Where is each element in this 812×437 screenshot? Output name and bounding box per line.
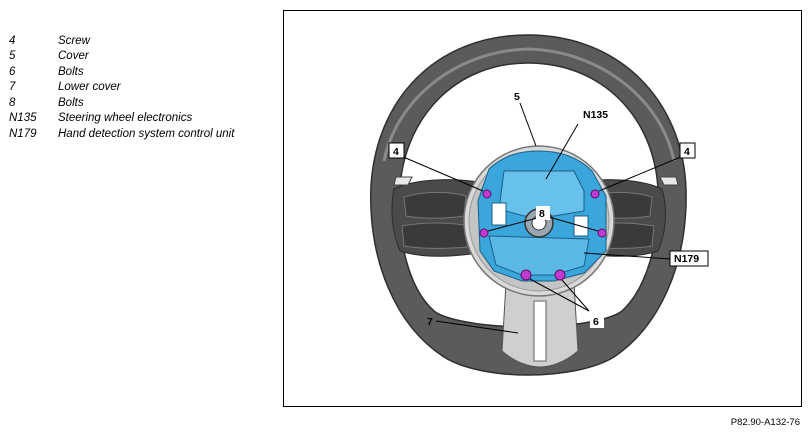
legend-code: 6 — [9, 65, 16, 78]
legend-text: Lower cover — [58, 81, 121, 94]
callout-box-n135 — [580, 107, 614, 122]
leader-line — [561, 279, 590, 312]
legend-code: 8 — [9, 96, 16, 109]
legend-text: Bolts — [58, 96, 84, 109]
legend-item: 8 Bolts — [9, 95, 234, 111]
callout-n179: N179 — [674, 253, 699, 265]
bolt-6-right — [554, 269, 566, 281]
callout-box-6 — [590, 314, 604, 328]
bolt-8-right — [597, 228, 607, 238]
legend-code: 4 — [9, 34, 16, 47]
callout-box-n179 — [669, 250, 709, 267]
leader-line — [400, 155, 484, 192]
callout-6: 6 — [593, 316, 599, 328]
callout-4-left: 4 — [393, 146, 399, 158]
callout-7: 7 — [427, 316, 433, 328]
leader-line — [487, 216, 542, 232]
legend-item: 5 Cover — [9, 49, 234, 65]
steering-wheel-illustration: 5 N135 4 4 8 N179 6 7 — [370, 34, 709, 376]
hand-detection-module — [488, 235, 590, 276]
callout-box-4-right — [679, 142, 696, 159]
leader-lines — [400, 102, 684, 334]
callout-8: 8 — [539, 208, 545, 220]
legend-code: N135 — [9, 112, 37, 125]
leader-line — [529, 278, 590, 312]
legend-code: 5 — [9, 50, 16, 63]
rim-highlight — [382, 47, 676, 162]
legend-item: N135 Steering wheel electronics — [9, 111, 234, 127]
legend-text: Hand detection system control unit — [58, 127, 235, 140]
left-switch-panel-lower — [401, 222, 470, 249]
figure-reference-code: P82.90-A132-76 — [730, 417, 800, 428]
legend-text: Steering wheel electronics — [58, 112, 193, 125]
leader-line — [435, 320, 519, 334]
leader-line — [548, 216, 599, 232]
bolt-6-left — [520, 269, 532, 281]
legend-text: Screw — [58, 34, 90, 47]
leader-line — [598, 155, 684, 192]
callout-box-4-left — [388, 142, 405, 159]
lower-cover-slot — [533, 300, 547, 362]
left-switch-panel-upper — [403, 191, 467, 219]
callout-4-right: 4 — [684, 146, 690, 158]
figure-frame: 5 N135 4 4 8 N179 6 7 — [283, 10, 802, 407]
legend-item: N179 Hand detection system control unit — [9, 126, 234, 142]
legend: 4 Screw 5 Cover 6 Bolts 7 Lower cover 8 … — [9, 33, 234, 142]
legend-item: 4 Screw — [9, 33, 234, 49]
bolt-8-left — [479, 228, 489, 238]
leader-line — [519, 102, 537, 147]
callout-n135: N135 — [583, 109, 608, 121]
screw-4-right — [590, 189, 600, 199]
callout-5: 5 — [514, 91, 520, 103]
callout-box-8 — [536, 206, 550, 220]
legend-text: Bolts — [58, 65, 84, 78]
screw-4-left — [482, 189, 492, 199]
legend-item: 7 Lower cover — [9, 80, 234, 96]
leader-line — [545, 123, 579, 180]
legend-code: N179 — [9, 127, 37, 140]
legend-item: 6 Bolts — [9, 64, 234, 80]
right-shift-paddle — [659, 176, 679, 186]
legend-text: Cover — [58, 50, 89, 63]
electronics-connector-left — [491, 202, 507, 226]
leader-line — [583, 252, 671, 260]
legend-code: 7 — [9, 81, 16, 94]
left-shift-paddle — [393, 176, 413, 186]
